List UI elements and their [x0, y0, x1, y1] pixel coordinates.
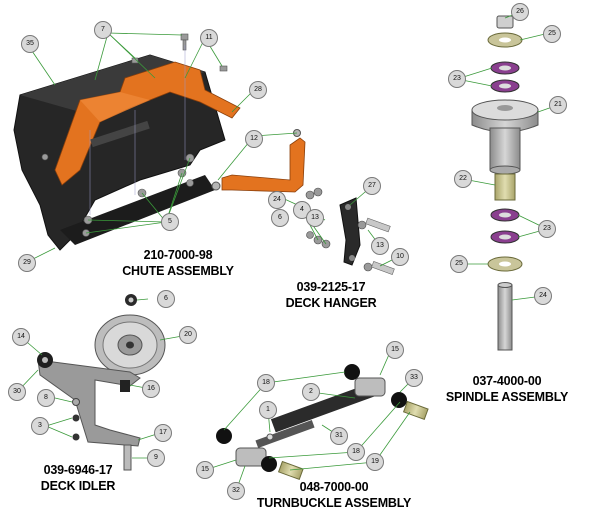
- callout-31: 31: [330, 427, 348, 445]
- callout-17: 17: [154, 424, 172, 442]
- callout-32: 32: [227, 482, 245, 500]
- callout-5: 5: [161, 213, 179, 231]
- callout-19: 19: [366, 453, 384, 471]
- hanger-name: DECK HANGER: [285, 296, 377, 310]
- deck-idler-drawing: [37, 294, 166, 471]
- callout-24-spindle: 24: [534, 287, 552, 305]
- deck-hanger-drawing: [297, 187, 395, 275]
- callout-30: 30: [8, 383, 26, 401]
- spindle-part-number: 037-4000-00: [472, 374, 542, 388]
- callout-8: 8: [37, 389, 55, 407]
- callout-11: 11: [200, 29, 218, 47]
- callout-7: 7: [94, 21, 112, 39]
- callout-29: 29: [18, 254, 36, 272]
- callout-35: 35: [21, 35, 39, 53]
- callout-2: 2: [302, 383, 320, 401]
- callout-25-upper: 25: [543, 25, 561, 43]
- callout-15-upper: 15: [386, 341, 404, 359]
- callout-24-bracket: 24: [268, 191, 286, 209]
- callout-26: 26: [511, 3, 529, 21]
- chute-orange-bracket: [54, 61, 241, 186]
- idler-part-number: 039-6946-17: [43, 463, 113, 477]
- callout-23-lower: 23: [538, 220, 556, 238]
- callout-13-lower: 13: [371, 237, 389, 255]
- callout-14: 14: [12, 328, 30, 346]
- callout-28: 28: [249, 81, 267, 99]
- callout-18-lower: 18: [347, 443, 365, 461]
- chute-part-number: 210-7000-98: [143, 248, 213, 262]
- callout-23-upper: 23: [448, 70, 466, 88]
- callout-21: 21: [549, 96, 567, 114]
- callout-33: 33: [405, 369, 423, 387]
- chute-name: CHUTE ASSEMBLY: [122, 264, 234, 278]
- spindle-assembly-drawing: [471, 15, 539, 351]
- callout-13-upper: 13: [306, 209, 324, 227]
- callout-10: 10: [391, 248, 409, 266]
- callout-18-upper: 18: [257, 374, 275, 392]
- callout-6-idler: 6: [157, 290, 175, 308]
- callout-9: 9: [147, 449, 165, 467]
- chute-ghost-lines: [89, 45, 186, 215]
- callout-1: 1: [259, 401, 277, 419]
- callout-12: 12: [245, 130, 263, 148]
- chute-bracket-highlight: [80, 92, 150, 122]
- turnbuckle-part-number: 048-7000-00: [299, 480, 369, 494]
- idler-name: DECK IDLER: [40, 479, 116, 493]
- callout-3: 3: [31, 417, 49, 435]
- spindle-name: SPINDLE ASSEMBLY: [445, 390, 569, 404]
- chute-assembly-drawing: [13, 33, 241, 251]
- turnbuckle-drawing: [216, 364, 429, 481]
- callout-22: 22: [454, 170, 472, 188]
- callout-16: 16: [142, 380, 160, 398]
- turnbuckle-name: TURNBUCKLE ASSEMBLY: [256, 496, 412, 510]
- callout-15-lower: 15: [196, 461, 214, 479]
- chute-lower-flange: [60, 175, 215, 245]
- callout-20: 20: [179, 326, 197, 344]
- callout-27: 27: [363, 177, 381, 195]
- hanger-part-number: 039-2125-17: [296, 280, 366, 294]
- callout-6-hanger: 6: [271, 209, 289, 227]
- callout-25-lower: 25: [450, 255, 468, 273]
